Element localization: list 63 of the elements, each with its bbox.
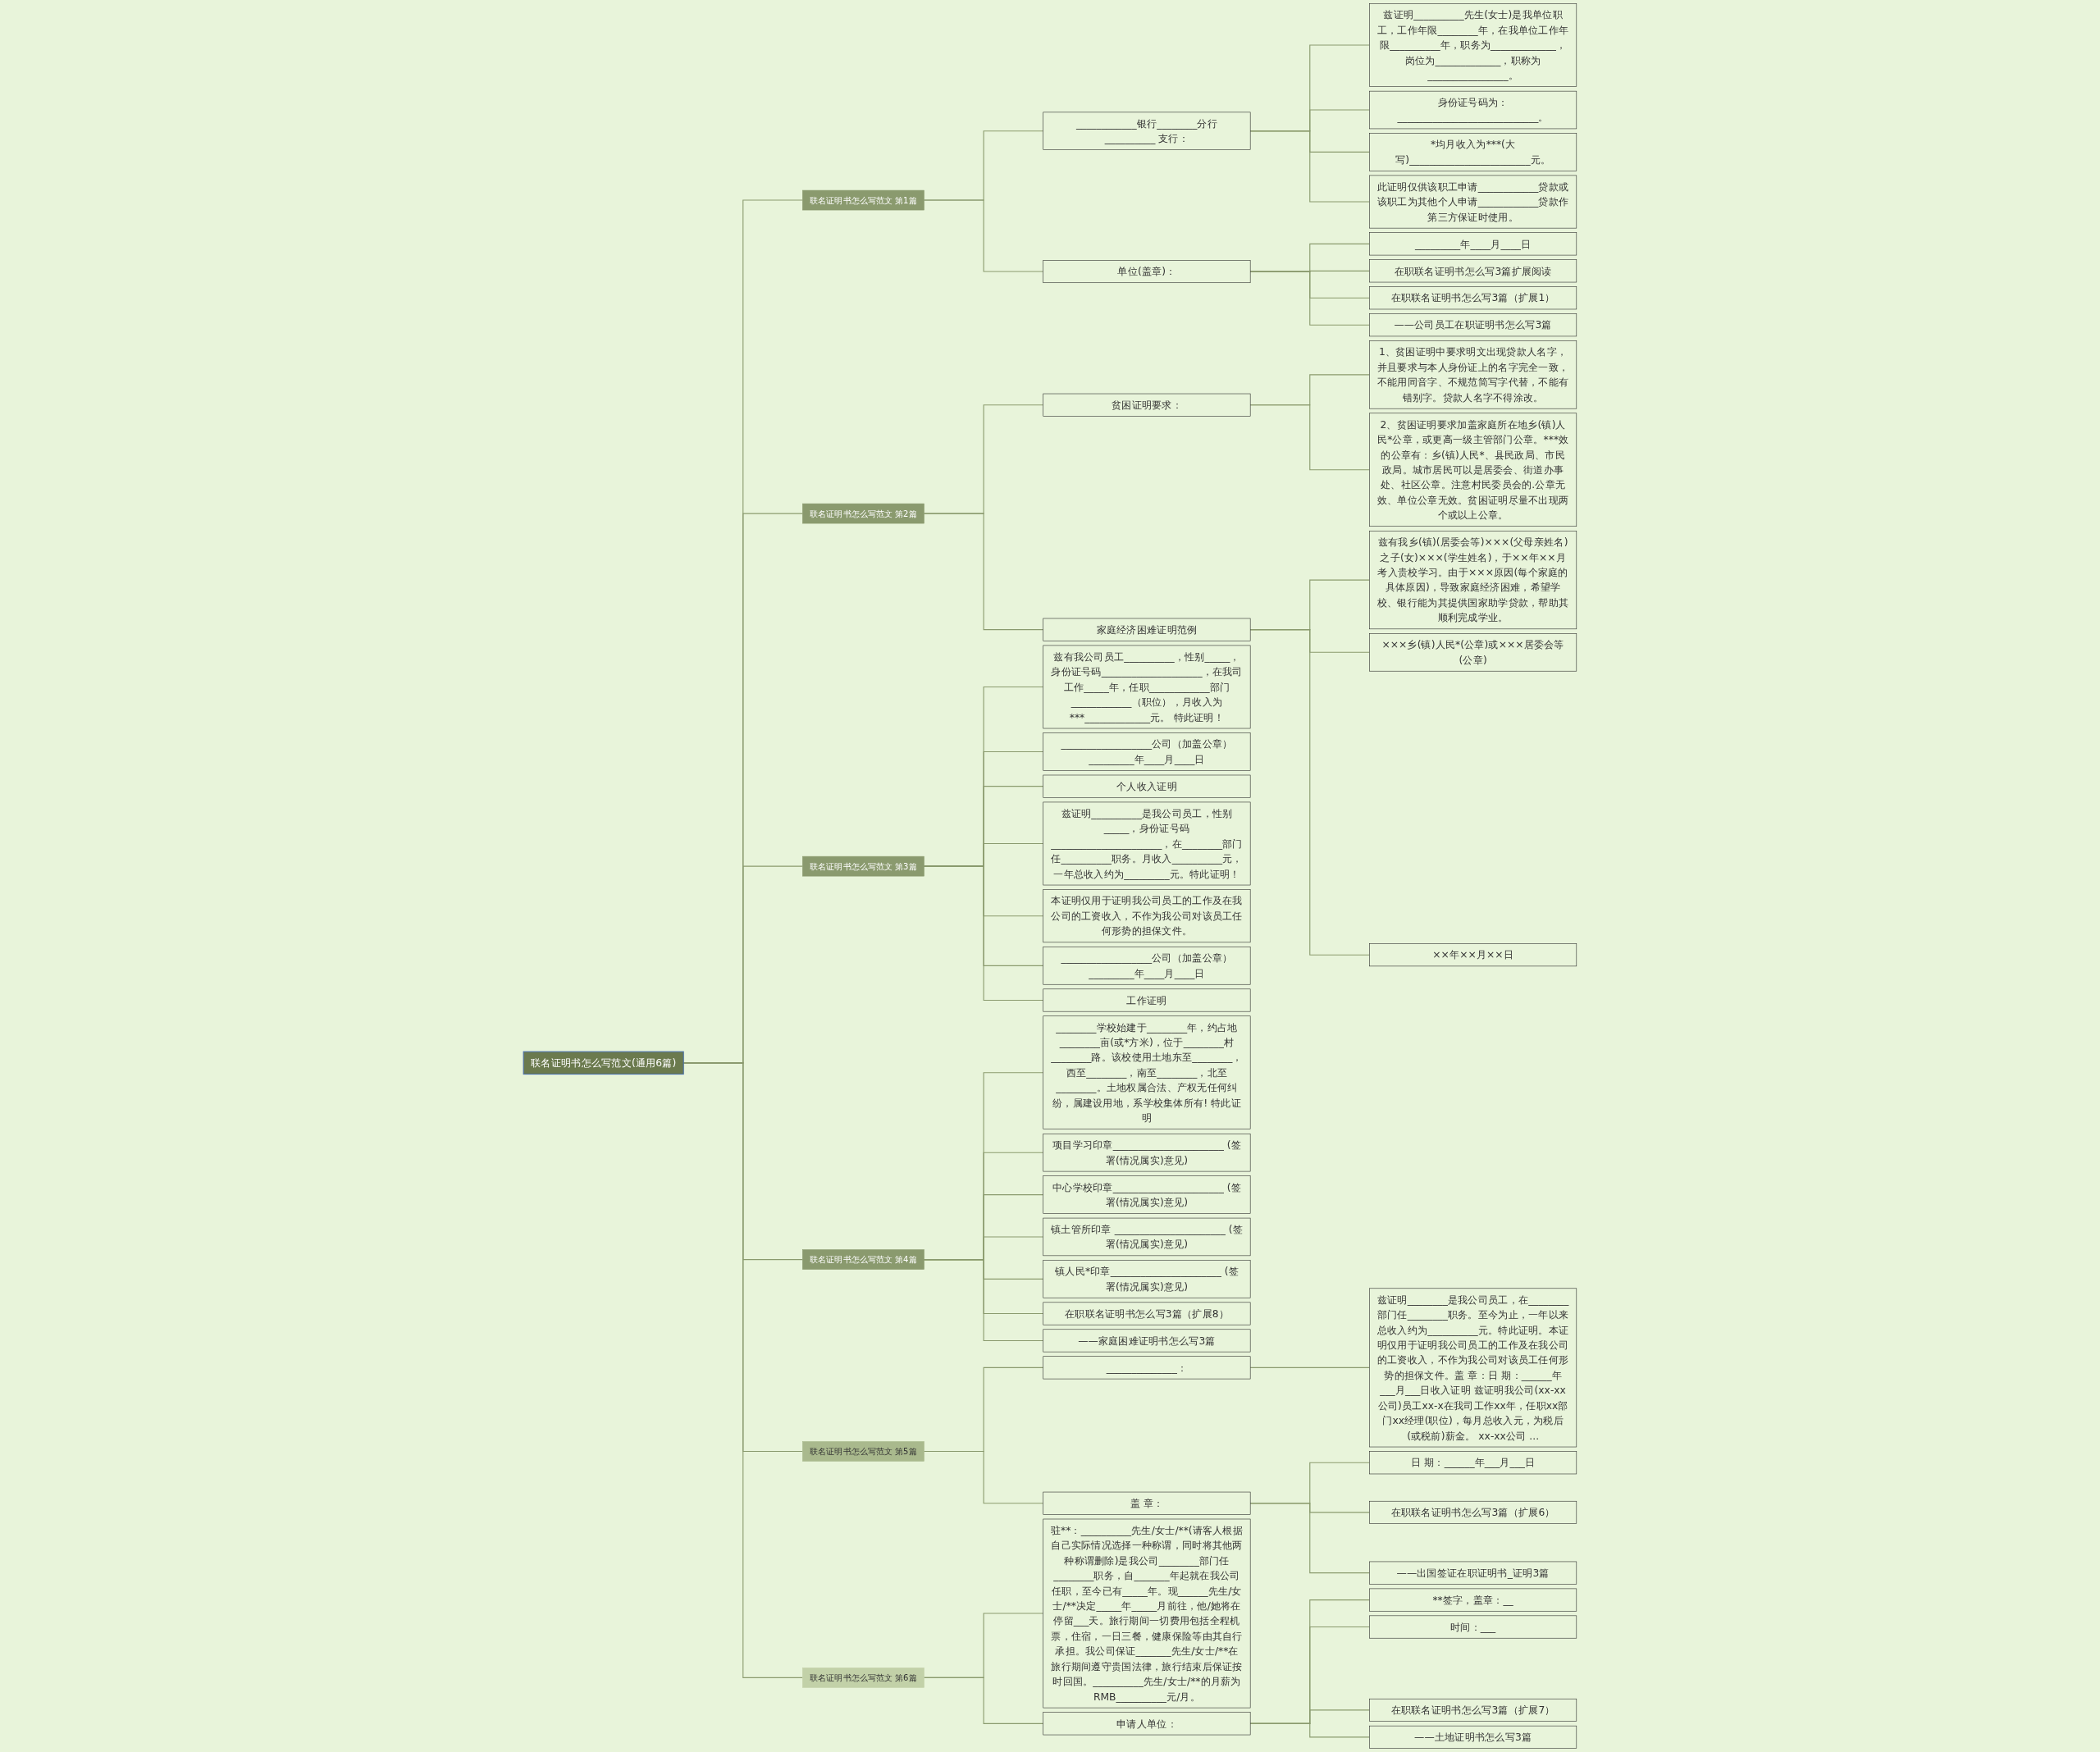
node-box <box>1369 90 1577 130</box>
node-box <box>1369 133 1577 171</box>
connector <box>923 1450 1044 1504</box>
node-box <box>1369 175 1577 229</box>
connector <box>1249 629 1370 956</box>
connector <box>1249 1503 1370 1574</box>
node-box <box>1369 943 1577 967</box>
node-box <box>1369 3 1577 87</box>
connector <box>923 199 1044 272</box>
node-box <box>1369 1451 1577 1475</box>
node-box <box>1369 1698 1577 1722</box>
node-box <box>1043 1134 1251 1172</box>
node-box <box>1043 1518 1251 1709</box>
node-box <box>1369 340 1577 409</box>
node-box <box>1369 313 1577 337</box>
node-box <box>1369 633 1577 672</box>
node-box <box>1043 947 1251 985</box>
connector <box>1249 271 1370 326</box>
node-box <box>1369 1588 1577 1612</box>
node-box <box>1043 1217 1251 1257</box>
node-box <box>1043 618 1251 641</box>
node-box <box>802 855 924 877</box>
node-box <box>1369 1500 1577 1524</box>
connector <box>1249 130 1370 203</box>
node-box <box>1043 1260 1251 1298</box>
node-box <box>1043 732 1251 771</box>
node-box <box>1043 889 1251 943</box>
node-box <box>1369 413 1577 527</box>
node-box <box>1043 393 1251 417</box>
node-box <box>1043 112 1251 150</box>
node-box <box>1043 1015 1251 1129</box>
node-box <box>802 1249 924 1270</box>
node-box <box>1043 1712 1251 1736</box>
node-box <box>1043 260 1251 283</box>
node-box <box>1043 1491 1251 1515</box>
node-box <box>1043 1302 1251 1325</box>
node-box <box>802 1668 924 1688</box>
connector <box>923 513 1044 631</box>
node-box <box>1043 645 1251 729</box>
connector <box>923 1259 1044 1341</box>
connector <box>1249 404 1370 471</box>
connector <box>1249 1366 1370 1368</box>
node-box <box>1043 801 1251 886</box>
node-box <box>1369 232 1577 256</box>
node-box <box>1369 1615 1577 1639</box>
node-box <box>802 503 924 524</box>
node-box <box>1369 1725 1577 1749</box>
connector <box>923 1677 1044 1724</box>
node-box <box>1043 1329 1251 1353</box>
node-box <box>1043 988 1251 1012</box>
node-box <box>1369 531 1577 630</box>
node-box <box>1043 1175 1251 1214</box>
node-box <box>1369 1561 1577 1585</box>
node-box <box>1369 286 1577 310</box>
node-box <box>523 1051 684 1075</box>
connector <box>923 865 1044 1001</box>
node-box <box>1369 1288 1577 1448</box>
node-box <box>802 1441 924 1462</box>
connector <box>1249 1722 1370 1738</box>
node-box <box>802 189 924 211</box>
node-box <box>1043 1356 1251 1380</box>
node-box <box>1043 774 1251 798</box>
node-box <box>1369 259 1577 283</box>
